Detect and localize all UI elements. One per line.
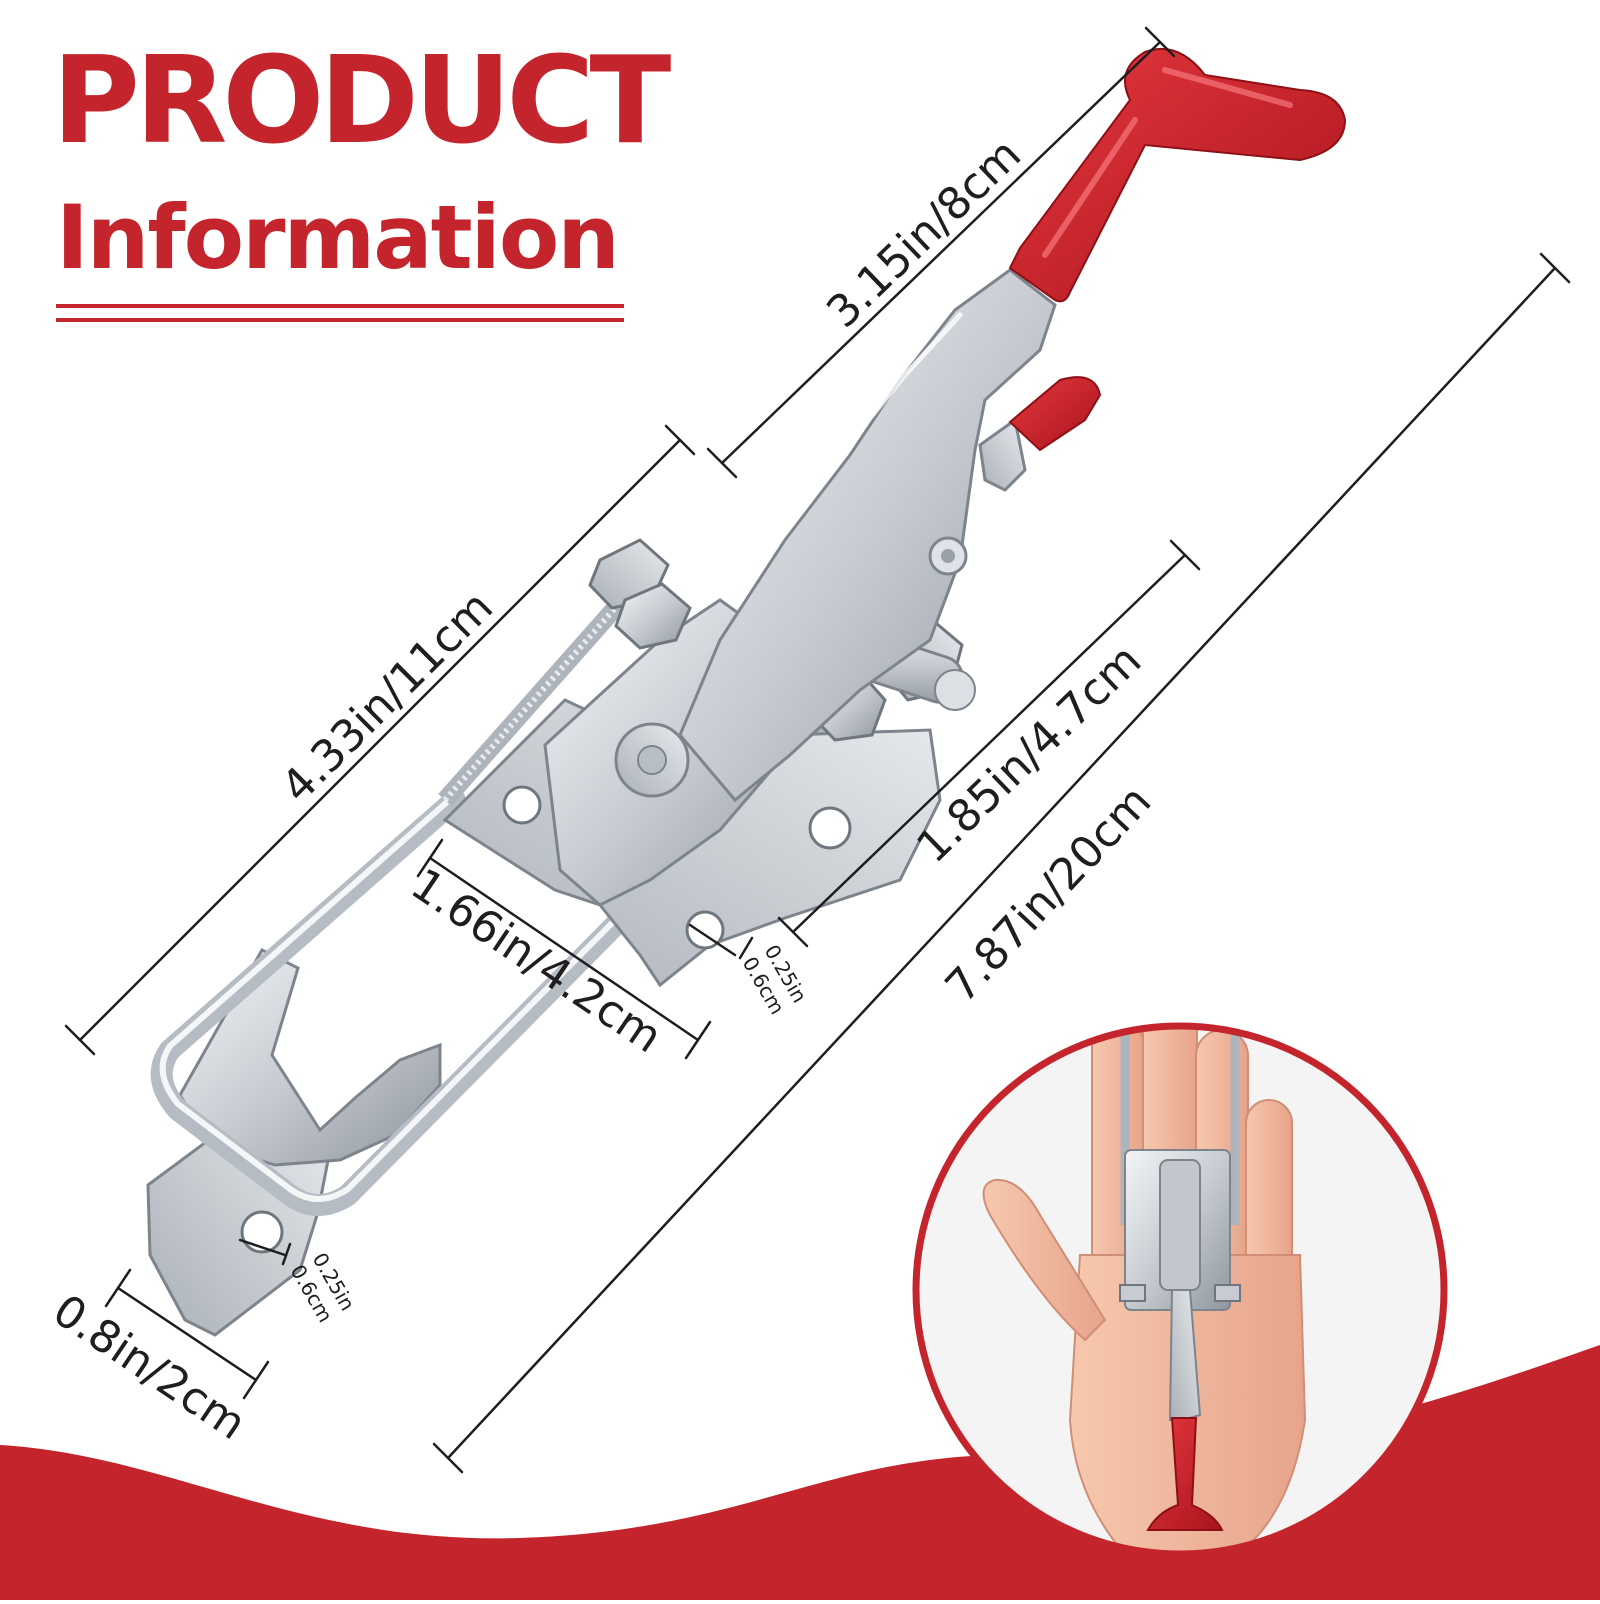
base-hole-3 [685,910,725,950]
hand-clamp [1119,1026,1241,1531]
base-hole-1 [502,785,542,825]
dim-line-lower-hole [238,1238,287,1257]
inset-border [912,1022,1448,1558]
threaded-rod-left [438,574,647,806]
hand-inset [912,1022,1448,1558]
dim-line-overall [446,266,1557,1460]
base-hole-2 [808,806,852,850]
release-lever [978,417,1027,492]
dim-line-mount [791,553,1187,934]
dim-line-upper-hole [688,923,737,957]
lever-handle [678,268,1057,803]
dim-line-catch [116,1286,258,1382]
dim-line-base [78,438,682,1042]
catch-hook [178,948,442,1167]
handle-grip [1008,47,1347,303]
title-rule-top [56,304,624,308]
page-title: PRODUCT [52,32,671,171]
nut-top [588,538,692,650]
dimension-lines [64,26,1571,1474]
dim-line-bolts [428,856,700,1042]
latch-clamp-image [146,47,1347,1337]
release-lever-grip [1008,376,1102,452]
page-subtitle: Information [56,186,620,289]
catch-hole [240,1210,284,1254]
title-rule-bottom [56,318,624,322]
dim-line-handle [720,40,1162,465]
